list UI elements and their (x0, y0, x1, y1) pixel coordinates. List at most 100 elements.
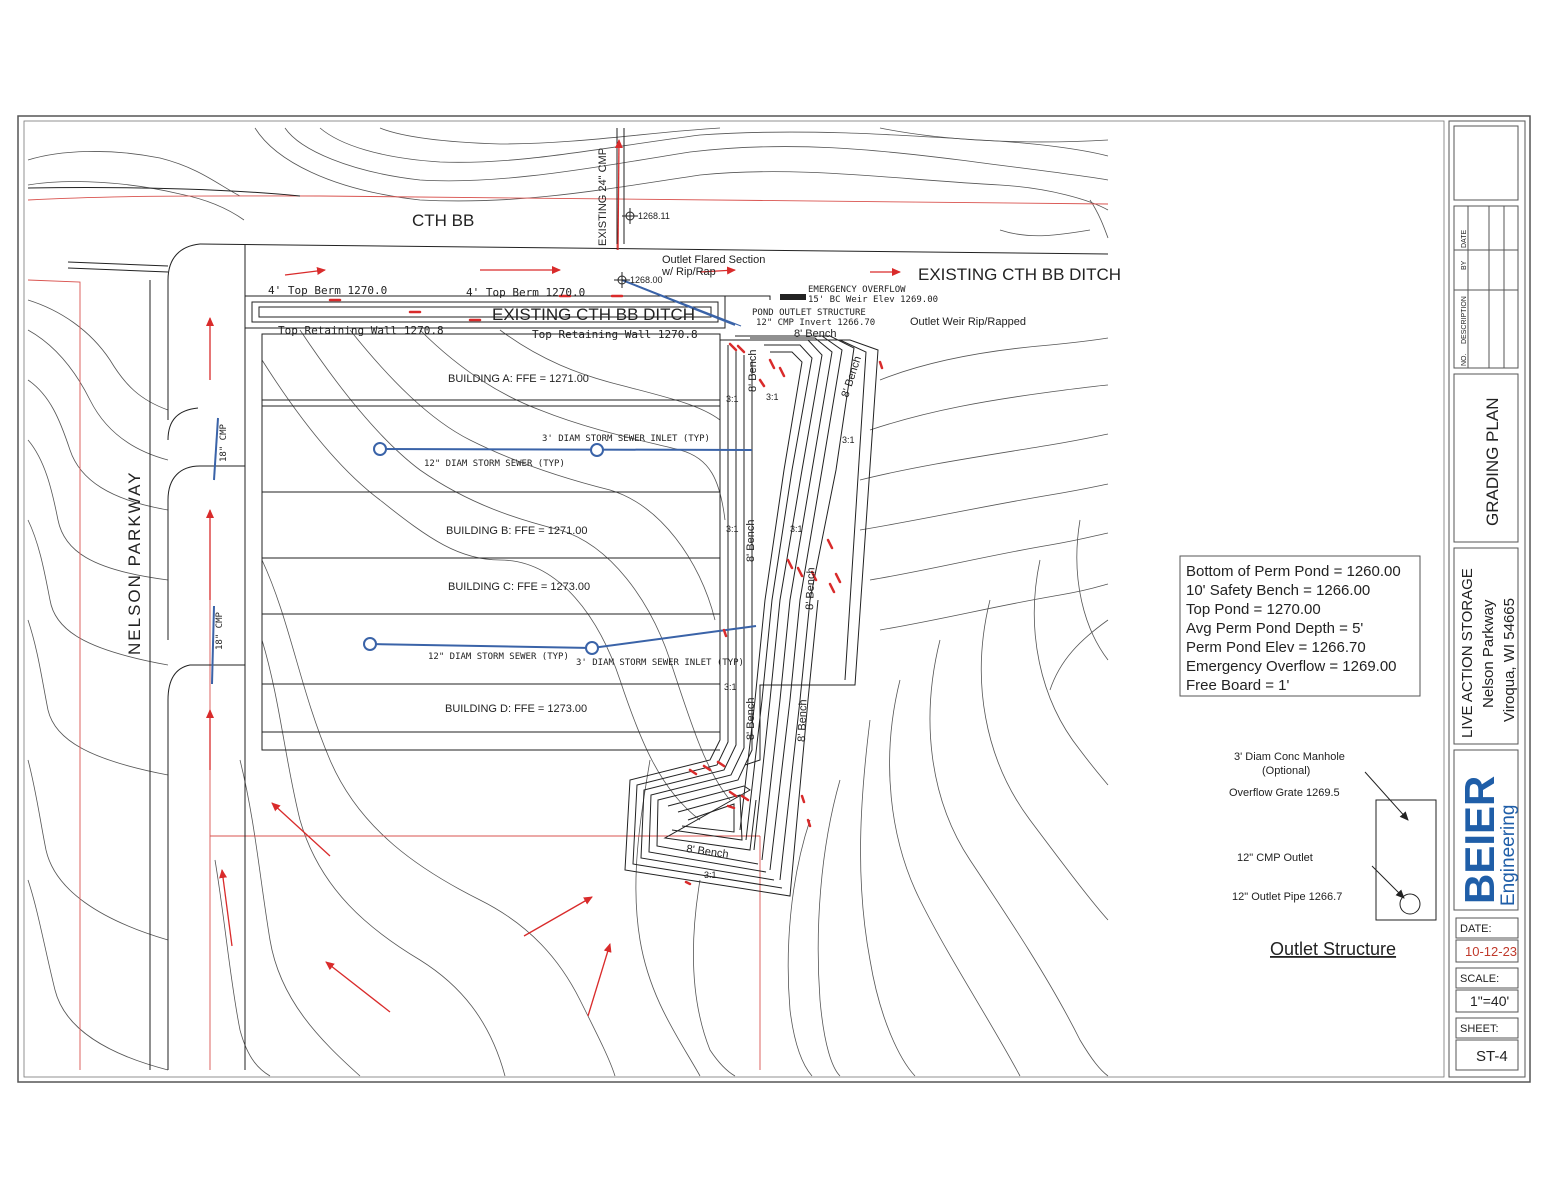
top-berm-label: 4' Top Berm 1270.0 (466, 286, 585, 299)
storm-inlet-label: 3' DIAM STORM SEWER INLET (TYP) (576, 658, 744, 668)
outlet-pipe-icon (1399, 893, 1421, 915)
building-b-label: BUILDING B: FFE = 1271.00 (446, 525, 588, 537)
road-label-nelson-parkway: NELSON PARKWAY (125, 471, 144, 656)
storm-inlet-label: 3' DIAM STORM SEWER INLET (TYP) (542, 434, 710, 444)
existing-cmp-label: EXISTING 24" CMP (597, 148, 609, 246)
plan-labels: CTH BB NELSON PARKWAY EXISTING 24" CMP 1… (125, 148, 1121, 880)
bench-label: 8' Bench (747, 350, 759, 392)
buildings (261, 333, 721, 751)
storm-sewer-label: 12" DIAM STORM SEWER (TYP) (428, 652, 569, 662)
detail-label: 3' Diam Conc Manhole (1234, 751, 1345, 763)
project-street: Nelson Parkway (1480, 599, 1497, 708)
revision-header: NO. (1461, 354, 1468, 367)
survey-point-icon (614, 208, 638, 288)
storm-sewer-label: 12" DIAM STORM SEWER (TYP) (424, 459, 565, 469)
pond-notes: Bottom of Perm Pond = 1260.00 10' Safety… (1186, 563, 1401, 694)
scale-label: SCALE: (1460, 973, 1499, 985)
slope-arrows (1364, 771, 1409, 899)
emergency-overflow-weir (780, 294, 806, 300)
detail-title: Outlet Structure (1270, 939, 1396, 959)
pond-note: Top Pond = 1270.00 (1186, 601, 1321, 618)
sheet-title: GRADING PLAN (1483, 398, 1502, 526)
building-c-label: BUILDING C: FFE = 1273.00 (448, 581, 590, 593)
slope-label: 3:1 (842, 435, 855, 445)
date-label: DATE: (1460, 923, 1492, 935)
pond-outlet-label: 12" CMP Invert 1266.70 (756, 318, 875, 328)
project-city: Viroqua, WI 54665 (1501, 598, 1518, 722)
pond-note: Bottom of Perm Pond = 1260.00 (1186, 563, 1401, 580)
building-a2-outline (261, 399, 721, 493)
storm-inlets (363, 442, 604, 655)
inlet-icon (590, 443, 604, 457)
bench-label: 8' Bench (745, 698, 757, 740)
bench-label: 8' Bench (839, 355, 864, 399)
spot-elevation: 1268.00 (630, 275, 663, 285)
outlet-structure-detail: 3' Diam Conc Manhole (Optional) Overflow… (1229, 751, 1437, 959)
culvert-2 (211, 605, 215, 685)
spot-elevation: 1268.11 (638, 211, 670, 221)
pond-notes-box (1179, 555, 1421, 697)
bench-label: 8' Bench (745, 520, 757, 562)
outlet-flared-label: Outlet Flared Section (662, 254, 765, 266)
detail-label: 12" Outlet Pipe 1266.7 (1232, 891, 1342, 903)
sheet-number: ST-4 (1476, 1048, 1508, 1065)
storm-pipe-south (369, 625, 757, 650)
bench-label: 8' Bench (686, 843, 730, 861)
building-d-label: BUILDING D: FFE = 1273.00 (445, 703, 587, 715)
culvert-label: 18" CMP (219, 423, 229, 462)
riprap-markers (328, 294, 884, 886)
firm-logo-subtext: Engineering (1498, 805, 1519, 906)
building-a-label: BUILDING A: FFE = 1271.00 (448, 373, 589, 385)
inlet-icon (363, 637, 377, 651)
title-block-text: NO. DESCRIPTION BY DATE GRADING PLAN LIV… (1456, 230, 1519, 1065)
inlet-icon (585, 641, 599, 655)
slope-label: 3:1 (724, 682, 737, 692)
culvert-label: 18" CMP (215, 611, 225, 650)
slope-label: 3:1 (790, 524, 803, 534)
manhole-outline (1375, 799, 1437, 921)
revision-header: DATE (1461, 230, 1468, 248)
retaining-wall-label: Top Retaining Wall 1270.8 (278, 324, 444, 337)
pond-note: Emergency Overflow = 1269.00 (1186, 658, 1397, 675)
scale-value: 1"=40' (1470, 993, 1509, 1009)
title-block-frame (1448, 120, 1526, 1078)
date-value: 10-12-23 (1465, 944, 1517, 959)
inlet-icon (373, 442, 387, 456)
slope-label: 3:1 (726, 524, 739, 534)
retaining-wall-label: Top Retaining Wall 1270.8 (532, 328, 698, 341)
outlet-weir-label: Outlet Weir Rip/Rapped (910, 316, 1026, 328)
detail-label: Overflow Grate 1269.5 (1229, 787, 1340, 799)
pond-note: Free Board = 1' (1186, 677, 1289, 694)
road-label-cth-bb: CTH BB (412, 211, 474, 230)
bench-label: 8' Bench (796, 699, 809, 742)
pond-note: 10' Safety Bench = 1266.00 (1186, 582, 1370, 599)
road-edges (27, 128, 1109, 1070)
bench-label: 8' Bench (804, 567, 817, 610)
pond-grading (624, 335, 879, 897)
slope-label: 3:1 (766, 392, 779, 402)
pond-note: Perm Pond Elev = 1266.70 (1186, 639, 1366, 656)
existing-ditch-label: EXISTING CTH BB DITCH (918, 265, 1121, 284)
revision-header: DESCRIPTION (1461, 296, 1468, 344)
pond-note: Avg Perm Pond Depth = 5' (1186, 620, 1363, 637)
detail-label: (Optional) (1262, 765, 1310, 777)
outlet-flared-label: w/ Rip/Rap (661, 266, 716, 278)
title-block (1453, 125, 1519, 1071)
drainage-arrows (206, 139, 901, 1017)
building-a-outline (261, 333, 721, 407)
bench-label: 8' Bench (794, 328, 836, 340)
drawing-frame (23, 120, 1445, 1078)
pond-outlet-label: POND OUTLET STRUCTURE (752, 308, 866, 318)
firm-logo-text: BEIER (1456, 776, 1503, 904)
slope-label: 3:1 (726, 394, 739, 404)
emergency-overflow-label: 15' BC Weir Elev 1269.00 (808, 295, 938, 305)
revision-header: BY (1461, 260, 1468, 270)
contour-lines (27, 127, 1109, 1077)
detail-label: 12" CMP Outlet (1237, 852, 1313, 864)
storm-pipe-north (379, 448, 753, 451)
emergency-overflow-label: EMERGENCY OVERFLOW (808, 285, 906, 295)
existing-ditch-label: EXISTING CTH BB DITCH (492, 305, 695, 324)
project-name: LIVE ACTION STORAGE (1459, 568, 1476, 738)
slope-label: 3:1 (704, 870, 717, 880)
